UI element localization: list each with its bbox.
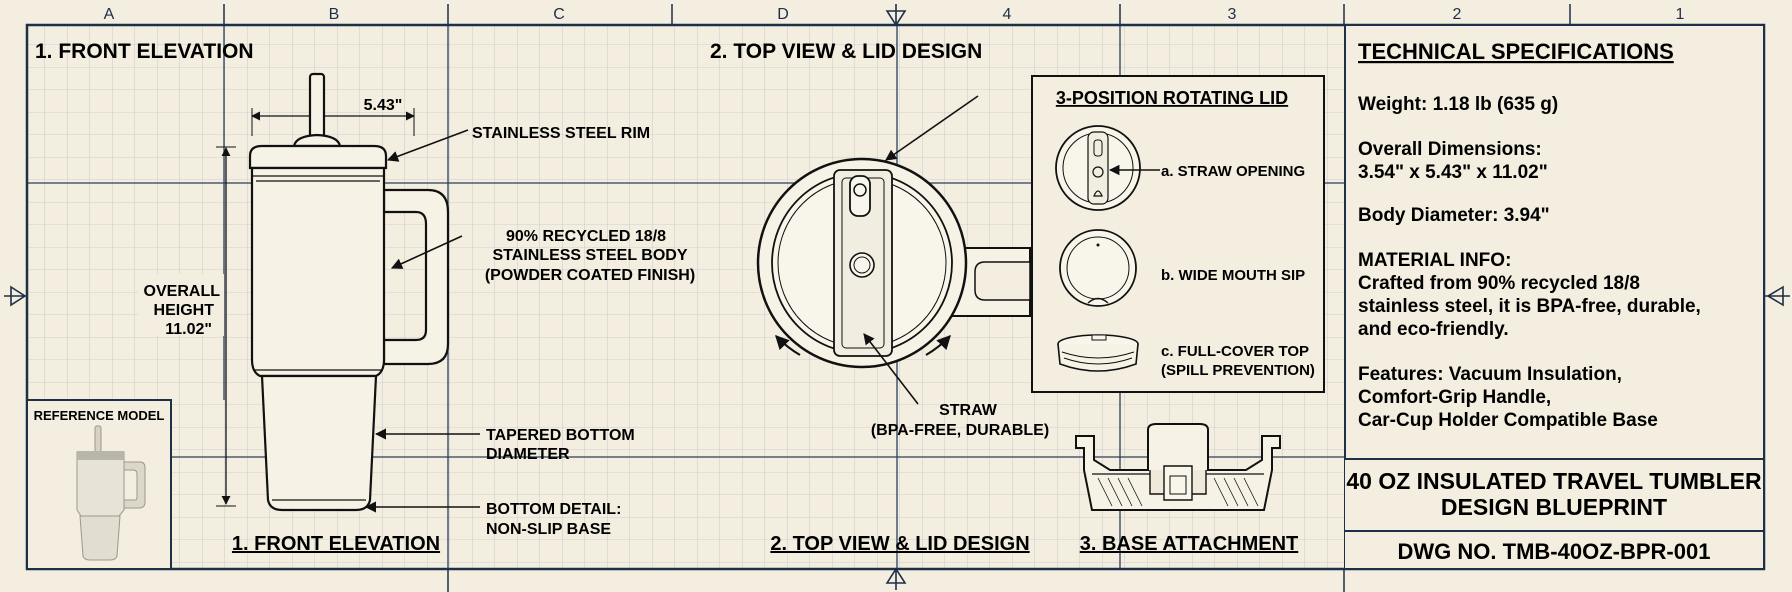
front-elevation-caption: 1. FRONT ELEVATION <box>232 533 440 555</box>
callout-tapered: DIAMETER <box>486 446 570 463</box>
top-view-title: 2. TOP VIEW & LID DESIGN <box>710 40 982 63</box>
drawing-number: DWG NO. TMB-40OZ-BPR-001 <box>1398 539 1711 564</box>
specifications-panel: TECHNICAL SPECIFICATIONS Weight: 1.18 lb… <box>1358 39 1701 431</box>
callout-rim: STAINLESS STEEL RIM <box>472 125 650 142</box>
grid-label: B <box>329 6 340 23</box>
specs-title: TECHNICAL SPECIFICATIONS <box>1358 39 1674 64</box>
base-attachment-caption: 3. BASE ATTACHMENT <box>1080 533 1299 555</box>
title-block: 40 OZ INSULATED TRAVEL TUMBLER DESIGN BL… <box>1345 458 1764 568</box>
spec-dimensions: Overall Dimensions: <box>1358 139 1542 160</box>
lid-a-label: a. STRAW OPENING <box>1161 163 1305 180</box>
grid-label: D <box>777 6 789 23</box>
grid-label: 3 <box>1228 6 1237 23</box>
drawing-title: 40 OZ INSULATED TRAVEL TUMBLER <box>1346 468 1762 494</box>
callout-body: (POWDER COATED FINISH) <box>485 267 695 284</box>
height-label: OVERALL <box>144 283 221 300</box>
lid-b-drawing <box>1059 229 1137 307</box>
height-label: 11.02" <box>165 321 212 338</box>
top-view-lid-drawing <box>756 157 968 369</box>
callout-tapered: TAPERED BOTTOM <box>486 427 635 444</box>
lid-a-drawing <box>1055 125 1141 211</box>
height-label: HEIGHT <box>154 302 215 319</box>
spec-features: Features: Vacuum Insulation, <box>1358 364 1622 385</box>
spec-dimensions: 3.54" x 5.43" x 11.02" <box>1358 162 1548 183</box>
spec-material: stainless steel, it is BPA-free, durable… <box>1358 296 1701 317</box>
grid-label: 1 <box>1676 6 1685 23</box>
spec-material: Crafted from 90% recycled 18/8 <box>1358 273 1640 294</box>
callout-bottom: BOTTOM DETAIL: <box>486 501 621 518</box>
drawing-title: DESIGN BLUEPRINT <box>1441 494 1667 520</box>
lid-b-label: b. WIDE MOUTH SIP <box>1161 267 1305 284</box>
front-elevation-section: 1. FRONT ELEVATION 5.43" OVERALL HEIGHT … <box>26 40 695 570</box>
width-dimension-label: 5.43" <box>364 97 403 114</box>
grid-label: 4 <box>1003 6 1012 23</box>
straw-label: (BPA-FREE, DURABLE) <box>871 422 1049 439</box>
spec-features: Car-Cup Holder Compatible Base <box>1358 410 1658 431</box>
reference-model-image <box>76 425 146 561</box>
top-view-caption: 2. TOP VIEW & LID DESIGN <box>770 533 1029 555</box>
specs-panel-bg <box>1345 26 1763 458</box>
grid-label: C <box>553 6 565 23</box>
front-elevation-title: 1. FRONT ELEVATION <box>35 40 254 63</box>
spec-features: Comfort-Grip Handle, <box>1358 387 1551 408</box>
callout-bottom: NON-SLIP BASE <box>486 521 611 538</box>
lid-c-label: c. FULL-COVER TOP <box>1161 343 1309 360</box>
lid-c-label: (SPILL PREVENTION) <box>1161 362 1315 379</box>
top-ruler <box>223 4 1571 592</box>
grid-label: 2 <box>1453 6 1462 23</box>
spec-material: and eco-friendly. <box>1358 319 1509 340</box>
spec-material: MATERIAL INFO: <box>1358 250 1511 271</box>
callout-body: 90% RECYCLED 18/8 <box>506 228 666 245</box>
straw-label: STRAW <box>939 402 998 419</box>
base-attachment-drawing <box>1075 423 1281 511</box>
spec-weight: Weight: 1.18 lb (635 g) <box>1358 94 1558 115</box>
top-view-section: 2. TOP VIEW & LID DESIGN STRAW (BPA-FREE… <box>710 40 1325 555</box>
lid-box-title: 3-POSITION ROTATING LID <box>1056 88 1288 108</box>
grid-label: A <box>104 6 115 23</box>
spec-diameter: Body Diameter: 3.94" <box>1358 205 1550 226</box>
centering-marks <box>4 4 1790 590</box>
lid-c-drawing <box>1057 334 1139 372</box>
base-attachment-section: 3. BASE ATTACHMENT <box>1075 423 1299 555</box>
tumbler-front-drawing <box>248 72 450 512</box>
callout-body: STAINLESS STEEL BODY <box>493 247 688 264</box>
reference-model-label: REFERENCE MODEL <box>34 408 165 423</box>
